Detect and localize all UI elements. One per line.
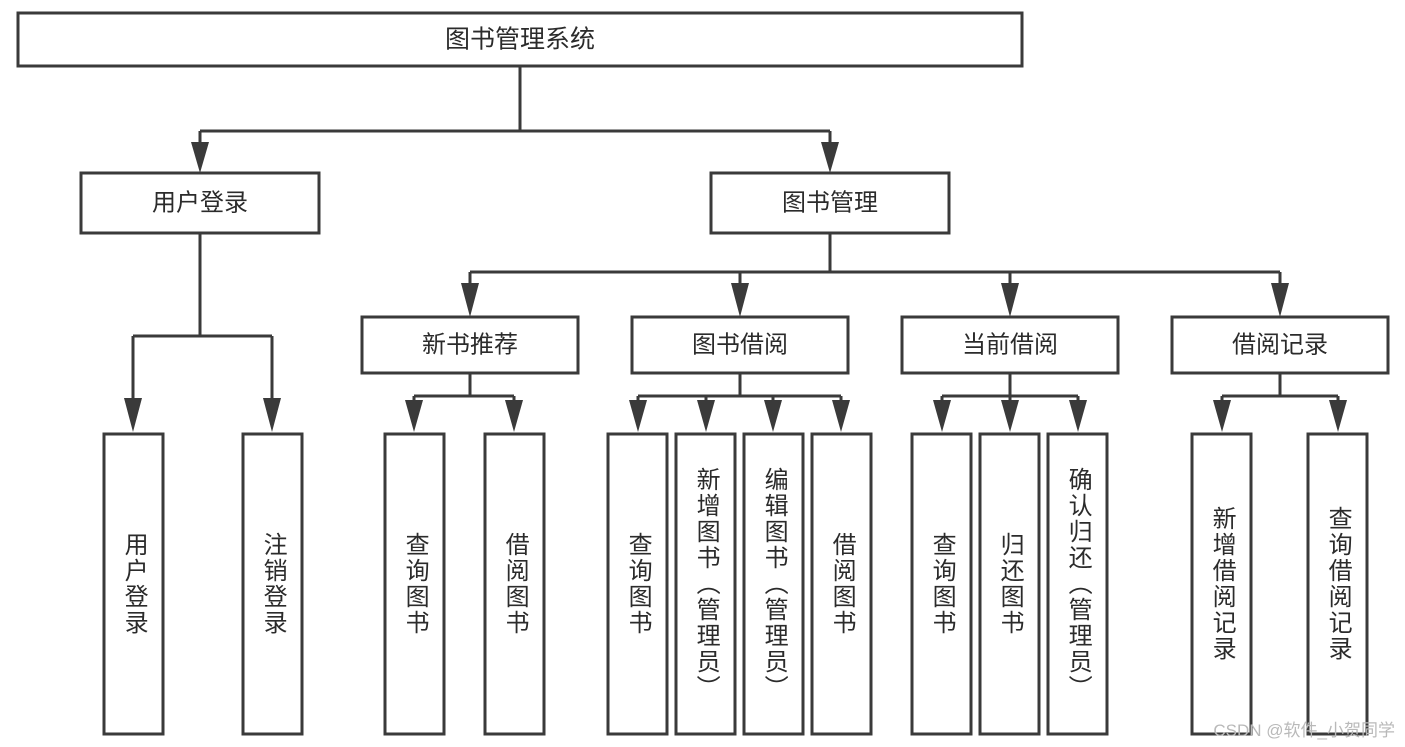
- node-book-management-box[interactable]: [709, 171, 951, 235]
- node-root-label: 图书管理系统: [445, 26, 595, 54]
- leaf-box-current-return[interactable]: [978, 432, 1041, 736]
- arrow-to-recommend-leaf-1: [405, 400, 423, 432]
- node-borrow-record-box[interactable]: [1170, 315, 1390, 375]
- node-borrow-record-label: 借阅记录: [1232, 331, 1328, 358]
- arrow-to-current-leaf-3: [1069, 400, 1087, 432]
- leaf-box-group: [102, 432, 1369, 736]
- leaf-box-recommend-query[interactable]: [383, 432, 446, 736]
- arrow-to-current-leaf-1: [933, 400, 951, 432]
- node-book-borrow-label: 图书借阅: [692, 331, 788, 358]
- arrow-to-logout-leaf: [263, 398, 281, 432]
- leaf-box-recommend-borrow[interactable]: [483, 432, 546, 736]
- leaf-box-borrow-lend[interactable]: [810, 432, 873, 736]
- leaf-box-current-confirm[interactable]: [1046, 432, 1109, 736]
- leaf-box-logout[interactable]: [241, 432, 304, 736]
- leaf-box-record-add[interactable]: [1190, 432, 1253, 736]
- arrow-to-recommend-leaf-2: [505, 400, 523, 432]
- node-root[interactable]: 图书管理系统: [16, 11, 1024, 68]
- leaf-box-borrow-edit[interactable]: [742, 432, 805, 736]
- arrow-to-book-management: [821, 142, 839, 173]
- arrow-to-record-leaf-1: [1213, 400, 1231, 432]
- arrow-to-borrow-leaf-3: [764, 400, 782, 432]
- node-root-box[interactable]: [16, 11, 1024, 68]
- arrow-to-book-borrow: [731, 283, 749, 317]
- node-new-book-recommend-label: 新书推荐: [422, 331, 518, 358]
- arrow-to-current-leaf-2: [1001, 400, 1019, 432]
- node-book-borrow[interactable]: 图书借阅: [630, 315, 850, 375]
- node-current-borrow-box[interactable]: [900, 315, 1120, 375]
- leaf-box-current-query[interactable]: [910, 432, 973, 736]
- arrow-to-user-login: [191, 142, 209, 173]
- connector-group: [124, 66, 1347, 432]
- node-new-book-recommend-box[interactable]: [360, 315, 580, 375]
- node-user-login[interactable]: 用户登录: [79, 171, 321, 235]
- arrow-to-record-leaf-2: [1329, 400, 1347, 432]
- watermark-text: CSDN @软件_小贺同学: [1213, 721, 1395, 740]
- arrow-to-borrow-leaf-1: [629, 400, 647, 432]
- arrow-to-borrow-leaf-2: [697, 400, 715, 432]
- node-user-login-box[interactable]: [79, 171, 321, 235]
- node-current-borrow-label: 当前借阅: [962, 331, 1058, 358]
- node-book-borrow-box[interactable]: [630, 315, 850, 375]
- leaf-box-user-login[interactable]: [102, 432, 165, 736]
- arrow-to-user-login-leaf: [124, 398, 142, 432]
- node-borrow-record[interactable]: 借阅记录: [1170, 315, 1390, 375]
- arrow-to-borrow-record: [1271, 283, 1289, 317]
- node-book-management[interactable]: 图书管理: [709, 171, 951, 235]
- node-current-borrow[interactable]: 当前借阅: [900, 315, 1120, 375]
- leaf-box-borrow-add[interactable]: [674, 432, 737, 736]
- arrow-to-new-book-recommend: [461, 283, 479, 317]
- node-user-login-label: 用户登录: [152, 189, 248, 216]
- leaf-box-record-query[interactable]: [1306, 432, 1369, 736]
- leaf-box-borrow-query[interactable]: [606, 432, 669, 736]
- node-book-management-label: 图书管理: [782, 189, 878, 216]
- arrow-to-current-borrow: [1001, 283, 1019, 317]
- node-new-book-recommend[interactable]: 新书推荐: [360, 315, 580, 375]
- arrow-to-borrow-leaf-4: [832, 400, 850, 432]
